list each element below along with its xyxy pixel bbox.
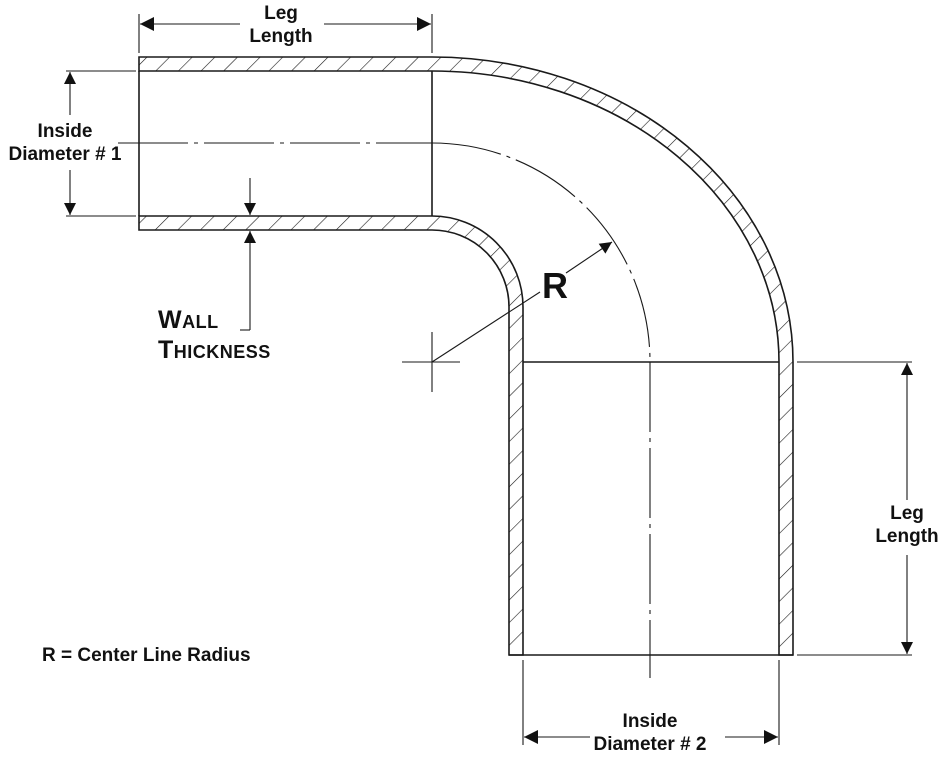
inside-diameter-2-line2: Diameter # 2: [593, 734, 707, 755]
leg-length-top-label: Leg Length: [236, 2, 326, 48]
inside-diameter-2-label: Inside Diameter # 2: [580, 710, 720, 756]
radius-leader: [431, 291, 541, 363]
radius-arrow: [565, 241, 613, 274]
leg-length-right-label: Leg Length: [862, 502, 945, 548]
wall-thickness-line1: Wall: [158, 306, 219, 334]
inside-diameter-1-line1: Inside: [37, 121, 93, 142]
inside-diameter-1-label: Inside Diameter # 1: [0, 120, 130, 166]
inside-diameter-1-line2: Diameter # 1: [8, 144, 122, 165]
inner-wall: [138, 215, 524, 656]
radius-label: R: [542, 265, 568, 306]
leg-length-top-line2: Length: [249, 26, 313, 47]
inside-diameter-2-line1: Inside: [622, 711, 678, 732]
leg-length-right-line2: Length: [875, 526, 939, 547]
wall-thickness-line2: Thickness: [158, 336, 271, 364]
leg-length-top-line1: Leg: [264, 3, 298, 24]
legend-note: R = Center Line Radius: [42, 645, 251, 666]
leg-length-right-line1: Leg: [890, 503, 924, 524]
wall-thickness-label: Wall Thickness: [158, 305, 358, 365]
centerline-arc: [431, 142, 651, 363]
